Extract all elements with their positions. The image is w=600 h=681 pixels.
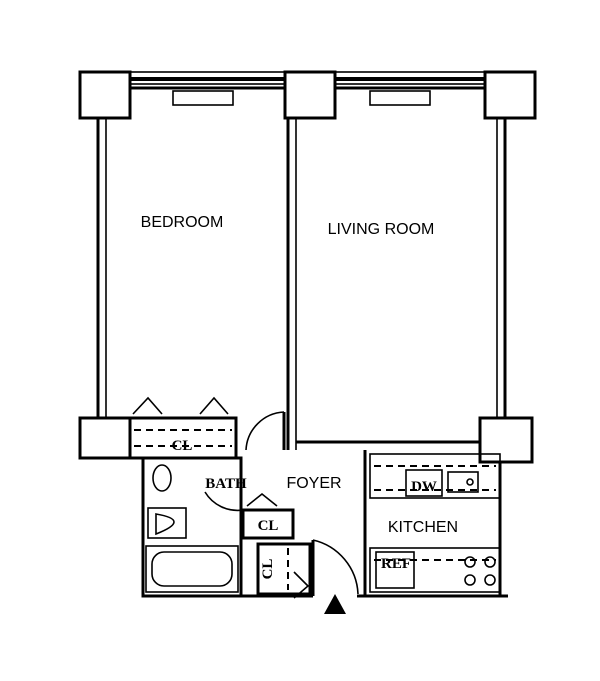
sink (147, 507, 187, 539)
partition-wall (286, 118, 297, 450)
bedroom-label: BEDROOM (141, 214, 224, 231)
bath: BATH (141, 456, 247, 598)
refrigerator-label: REF (381, 556, 411, 572)
foyer-closet: CL (241, 492, 295, 540)
hall-closet-label: CL (260, 559, 276, 580)
column-top-left (78, 70, 132, 120)
column-top-middle (283, 70, 337, 120)
kitchen-sink (447, 471, 479, 493)
living-room-label: LIVING ROOM (328, 221, 435, 238)
kitchen-label: KITCHEN (388, 519, 458, 536)
left-wall (96, 118, 107, 418)
column-top-right (483, 70, 537, 120)
entry-arrow-icon (324, 594, 346, 614)
column-bottom-left (78, 416, 132, 460)
bath-label: BATH (205, 476, 247, 492)
hall-closet: CL (256, 542, 312, 599)
bedroom-closet: CL (128, 396, 238, 460)
bedroom-door[interactable] (245, 411, 286, 451)
column-bottom-right (478, 416, 534, 464)
bath-door[interactable] (204, 491, 244, 512)
dishwasher-label: DW (411, 479, 437, 495)
foyer-label: FOYER (286, 475, 341, 492)
entry-door[interactable] (311, 539, 359, 596)
bathtub (145, 545, 239, 593)
refrigerator (375, 551, 415, 589)
foyer-closet-label: CL (258, 518, 279, 534)
bedroom-closet-label: CL (172, 438, 193, 454)
toilet (152, 464, 172, 492)
stove (464, 556, 496, 586)
kitchen: DW REF (357, 450, 508, 598)
radiator-living (369, 90, 431, 106)
radiator-bedroom (172, 90, 234, 106)
right-wall (496, 118, 507, 418)
dishwasher (405, 469, 443, 497)
